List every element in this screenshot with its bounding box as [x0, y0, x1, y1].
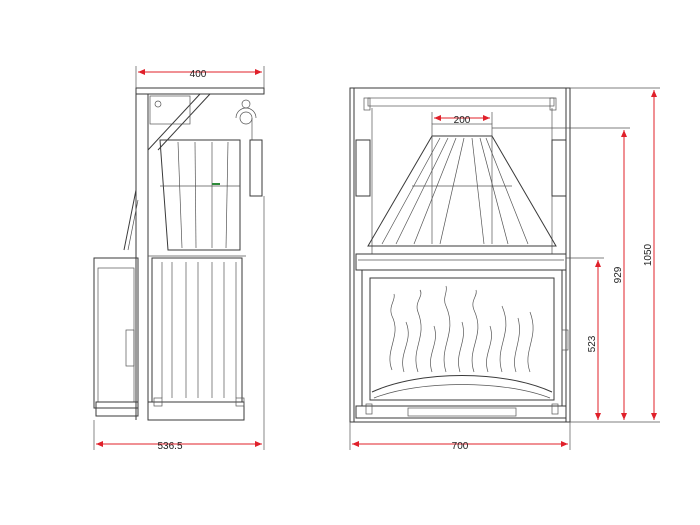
total-height-label: 1050	[643, 243, 654, 266]
flames-pattern	[389, 285, 534, 373]
side-width-label: 400	[190, 69, 207, 80]
flue-diameter-label: 200	[454, 115, 471, 126]
side-dimension-top: 400	[135, 66, 265, 88]
side-dimension-bottom: 536.5	[93, 196, 265, 452]
front-dimension-width: 700	[349, 422, 571, 452]
opening-height-label: 523	[587, 335, 598, 352]
front-view	[349, 87, 571, 423]
front-dimension-flue: 200	[431, 112, 493, 126]
front-dimension-hood-height: 929	[492, 127, 630, 420]
front-dimension-total-height: 1050	[570, 87, 660, 423]
side-depth-label: 536.5	[157, 441, 182, 452]
hood-height-label: 929	[613, 266, 624, 283]
side-view	[93, 87, 265, 421]
front-dimension-opening-height: 523	[566, 257, 604, 420]
front-width-label: 700	[452, 441, 469, 452]
